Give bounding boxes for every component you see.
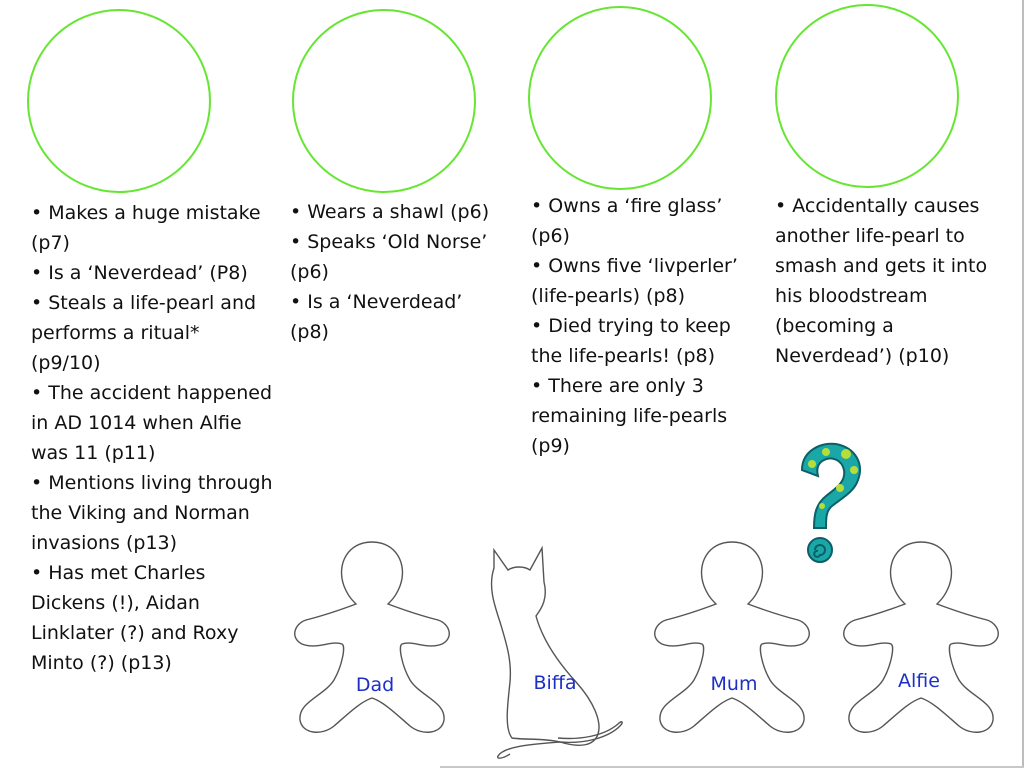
mum-gingerbread-figure (654, 541, 810, 733)
notes-column-2: • Wears a shawl (p6) • Speaks ‘Old Norse… (290, 197, 495, 347)
alfie-gingerbread-figure (843, 541, 999, 733)
photo-circle-4 (775, 4, 959, 188)
page-edge-bottom (440, 766, 1024, 768)
photo-circle-3 (528, 6, 712, 190)
note-item: • Accidentally causes another life-pearl… (775, 195, 988, 367)
note-item: • Is a ‘Neverdead’ (p8) (290, 291, 463, 343)
mum-label: Mum (710, 673, 758, 695)
question-mark-icon (800, 442, 861, 563)
note-item: • Died trying to keep the life-pearls! (… (531, 315, 731, 367)
note-item: • There are only 3 remaining life-pearls… (531, 375, 728, 457)
notes-column-1: • Makes a huge mistake (p7) • Is a ‘Neve… (31, 198, 273, 678)
note-item: • The accident happened in AD 1014 when … (31, 382, 273, 464)
note-item: • Steals a life-pearl and performs a rit… (31, 292, 257, 374)
note-item: • Mentions living through the Viking and… (31, 472, 273, 554)
note-item: • Owns five ‘livperler’ (life-pearls) (p… (531, 255, 738, 307)
photo-circle-2 (292, 9, 476, 193)
dad-label: Dad (355, 674, 395, 696)
note-item: • Is a ‘Neverdead’ (P8) (31, 262, 248, 284)
notes-column-3: • Owns a ‘fire glass’ (p6) • Owns five ‘… (531, 191, 741, 461)
alfie-label: Alfie (898, 670, 940, 692)
biffa-cat-figure (490, 545, 623, 759)
notes-column-4: • Accidentally causes another life-pearl… (775, 191, 1000, 371)
dad-gingerbread-figure (294, 541, 450, 733)
note-item: • Makes a huge mistake (p7) (31, 202, 261, 254)
note-item: • Wears a shawl (p6) (290, 201, 490, 223)
note-item: • Owns a ‘fire glass’ (p6) (531, 195, 723, 247)
page-edge-right (1022, 0, 1024, 768)
photo-circle-1 (27, 9, 211, 193)
biffa-label: Biffa (533, 672, 577, 694)
note-item: • Has met Charles Dickens (!), Aidan Lin… (31, 562, 239, 674)
note-item: • Speaks ‘Old Norse’ (p6) (290, 231, 488, 283)
